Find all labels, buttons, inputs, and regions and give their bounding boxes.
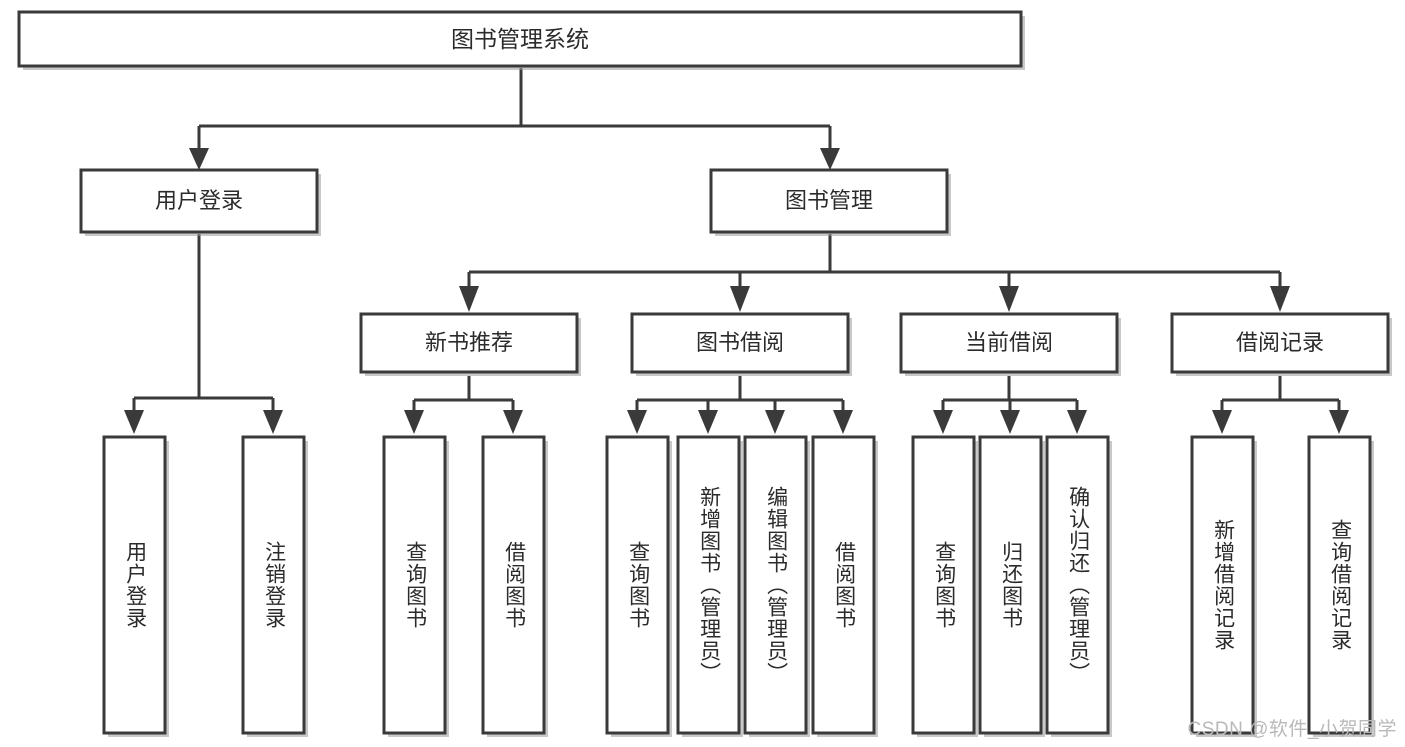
arrow-to-leaf-add-book (698, 410, 718, 434)
connector-layer (124, 68, 1349, 434)
node-root-label: 图书管理系统 (451, 26, 589, 52)
arrow-to-leaf-borrow-book-1 (503, 410, 523, 434)
leaf-add-book-box[interactable] (676, 435, 741, 735)
leaf-confirm-return-box[interactable] (1045, 435, 1110, 735)
leaf-query-book-3-box[interactable] (911, 435, 976, 735)
node-book-borrow-label: 图书借阅 (696, 330, 784, 355)
node-user-login[interactable]: 用户登录 (79, 168, 321, 236)
leaf-edit-book-box[interactable] (743, 435, 808, 735)
node-new-book-recommend-box[interactable] (359, 312, 579, 374)
node-borrow-record-box[interactable] (1170, 312, 1390, 374)
node-book-borrow-box[interactable] (630, 312, 850, 374)
arrow-to-book-manage (820, 148, 840, 170)
arrow-to-leaf-add-record (1212, 410, 1232, 434)
node-borrow-record-label: 借阅记录 (1236, 330, 1324, 355)
leaf-add-record-box[interactable] (1190, 435, 1255, 735)
node-book-manage[interactable]: 图书管理 (709, 168, 951, 236)
node-current-borrow[interactable]: 当前借阅 (899, 312, 1121, 376)
arrow-to-leaf-query-book-2 (627, 410, 647, 434)
leaf-query-book-2-box[interactable] (605, 435, 670, 735)
node-book-manage-label: 图书管理 (785, 188, 873, 213)
leaf-user-login-box[interactable] (102, 435, 167, 735)
node-new-book-recommend[interactable]: 新书推荐 (359, 312, 581, 376)
arrow-to-leaf-user-logout (263, 410, 283, 434)
node-user-login-label: 用户登录 (155, 188, 243, 213)
leaf-borrow-book-1-box[interactable] (481, 435, 546, 735)
arrow-to-leaf-query-book-1 (404, 410, 424, 434)
arrow-to-current-borrow (999, 286, 1019, 312)
leaf-query-record-box[interactable] (1307, 435, 1372, 735)
arrow-to-leaf-edit-book (765, 410, 785, 434)
arrow-to-leaf-borrow-book-2 (833, 410, 853, 434)
arrow-to-leaf-return-book (1000, 410, 1020, 434)
node-current-borrow-label: 当前借阅 (965, 330, 1053, 355)
node-root-box[interactable] (17, 10, 1023, 68)
leaf-return-book-box[interactable] (978, 435, 1043, 735)
leaf-borrow-book-2-box[interactable] (811, 435, 876, 735)
leaf-query-book-1-box[interactable] (382, 435, 447, 735)
leaf-user-logout-box[interactable] (241, 435, 306, 735)
arrow-to-leaf-query-record (1329, 410, 1349, 434)
node-book-borrow[interactable]: 图书借阅 (630, 312, 852, 376)
arrow-to-borrow-record (1270, 286, 1290, 312)
node-user-login-box[interactable] (79, 168, 319, 234)
arrow-to-book-borrow (730, 286, 750, 312)
csdn-watermark: CSDN @软件_小贺同学 (1187, 719, 1397, 740)
arrow-to-leaf-user-login (124, 410, 144, 434)
arrow-to-leaf-confirm-return (1067, 410, 1087, 434)
node-book-manage-box[interactable] (709, 168, 949, 234)
node-borrow-record[interactable]: 借阅记录 (1170, 312, 1392, 376)
node-root[interactable]: 图书管理系统 (17, 10, 1025, 70)
node-new-book-recommend-label: 新书推荐 (425, 330, 513, 355)
arrow-to-new-book-recommend (459, 286, 479, 312)
arrow-to-user-login (189, 148, 209, 170)
leaf-layer (102, 435, 1374, 737)
arrow-to-leaf-query-book-3 (933, 410, 953, 434)
node-current-borrow-box[interactable] (899, 312, 1119, 374)
